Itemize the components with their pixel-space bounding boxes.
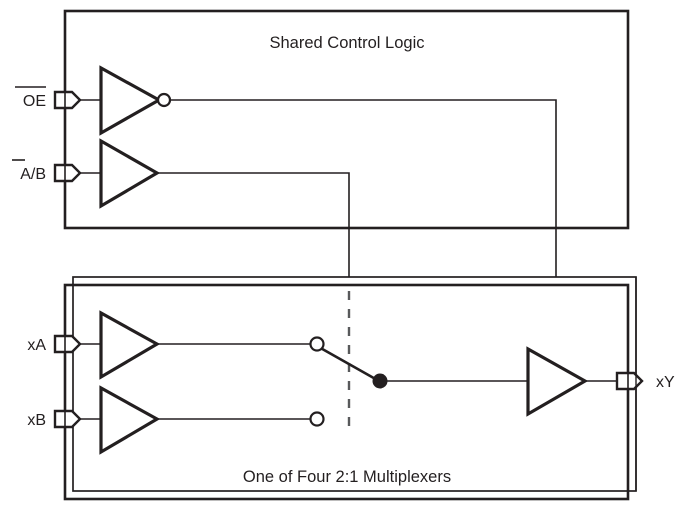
xb-input-port[interactable]: [53, 409, 82, 429]
wire-ab-select-line: [157, 172, 350, 290]
ab-port-label: A/B: [20, 166, 46, 183]
multiplexer-title: One of Four 2:1 Multiplexers: [243, 468, 451, 486]
oe-inverter-bubble: [156, 92, 172, 108]
xb-buffer-triangle: [99, 385, 161, 455]
oe-inverter-triangle: [99, 65, 163, 136]
ab-buffer-gate: [99, 138, 161, 209]
shared-control-logic-block: Shared Control Logic OE A/B: [12, 9, 630, 356]
mux-switch-common-pole: [372, 373, 388, 389]
xa-port-label: xA: [27, 337, 46, 354]
mux-switch[interactable]: [309, 336, 388, 427]
xb-port-label: xB: [27, 412, 46, 429]
ab-port-shape: [53, 163, 82, 183]
mux-switch-arm: [315, 344, 381, 383]
oe-port-label: OE: [23, 93, 46, 110]
xa-input-port[interactable]: [53, 334, 82, 354]
ab-label-first: A: [20, 166, 31, 183]
xb-port-shape: [53, 409, 82, 429]
wire-oe-control-line: [170, 99, 557, 356]
mux-switch-contact-xa[interactable]: [309, 336, 325, 352]
output-buffer-triangle: [526, 346, 589, 417]
ab-label-rest: /B: [31, 166, 46, 183]
shared-control-logic-title: Shared Control Logic: [269, 34, 424, 52]
xa-port-shape: [53, 334, 82, 354]
oe-input-port[interactable]: [53, 90, 82, 110]
ab-buffer-triangle: [99, 138, 161, 209]
multiplexer-block: One of Four 2:1 Multiplexers xA xB: [27, 276, 675, 501]
mux-switch-contact-xb[interactable]: [309, 411, 325, 427]
xy-port-shape: [615, 371, 644, 391]
oe-port-shape: [53, 90, 82, 110]
oe-inverter-gate: [99, 65, 172, 136]
xy-port-label: xY: [656, 374, 675, 391]
ab-input-port[interactable]: [53, 163, 82, 183]
xa-buffer-triangle: [99, 310, 161, 380]
